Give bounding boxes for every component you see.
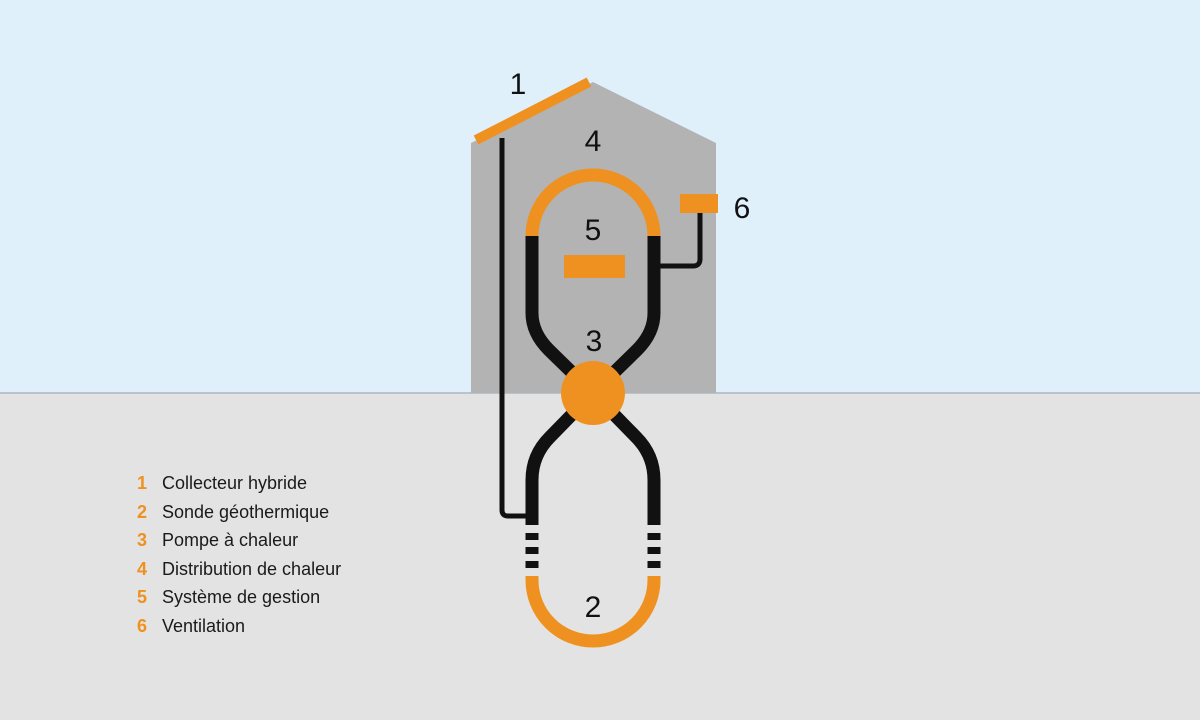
management-system-unit: [564, 255, 625, 278]
distribution-loop-upper-arc: [525, 168, 661, 237]
marker-1: 1: [510, 68, 527, 101]
legend-number: 5: [137, 587, 148, 608]
legend-item: 2 Sonde géothermique: [137, 498, 341, 527]
legend-number: 3: [137, 530, 148, 551]
probe-pipe-dashes-right: [647, 533, 661, 568]
legend-number: 1: [137, 473, 148, 493]
marker-2: 2: [585, 591, 602, 624]
legend-label: Ventilation: [162, 615, 246, 636]
heat-pump: [561, 361, 625, 425]
legend-label: Système de gestion: [162, 587, 321, 608]
legend-label: Collecteur hybride: [162, 473, 308, 493]
legend-item: 5 Système de gestion: [137, 583, 341, 612]
legend-label: Pompe à chaleur: [162, 530, 299, 551]
collector-feed-pipe: [499, 138, 527, 519]
probe-pipe-dashes-left: [525, 533, 539, 568]
probe-loop-lower-arc: [525, 576, 661, 648]
legend-item: 4 Distribution de chaleur: [137, 555, 341, 584]
probe-loop-right-branch: [588, 388, 661, 525]
marker-3: 3: [586, 325, 603, 358]
hybrid-collector-panel: [473, 77, 592, 145]
legend-number: 6: [137, 615, 148, 636]
legend-item: 6 Ventilation: [137, 612, 341, 641]
probe-loop-left-branch: [525, 388, 598, 525]
ground-area: [0, 393, 1200, 720]
ventilation-unit: [680, 194, 718, 213]
legend-number: 4: [137, 558, 148, 579]
distribution-loop-left-branch: [525, 236, 598, 398]
distribution-loop-right-branch: [588, 236, 661, 398]
legend-item: 3 Pompe à chaleur: [137, 526, 341, 555]
legend-label: Distribution de chaleur: [162, 558, 342, 579]
marker-4: 4: [585, 125, 602, 158]
legend-item: 1 Collecteur hybride: [137, 469, 341, 498]
marker-6: 6: [734, 192, 751, 225]
legend-number: 2: [137, 501, 148, 522]
legend-label: Sonde géothermique: [162, 501, 330, 522]
marker-5: 5: [585, 214, 602, 247]
ventilation-pipe: [659, 205, 703, 269]
